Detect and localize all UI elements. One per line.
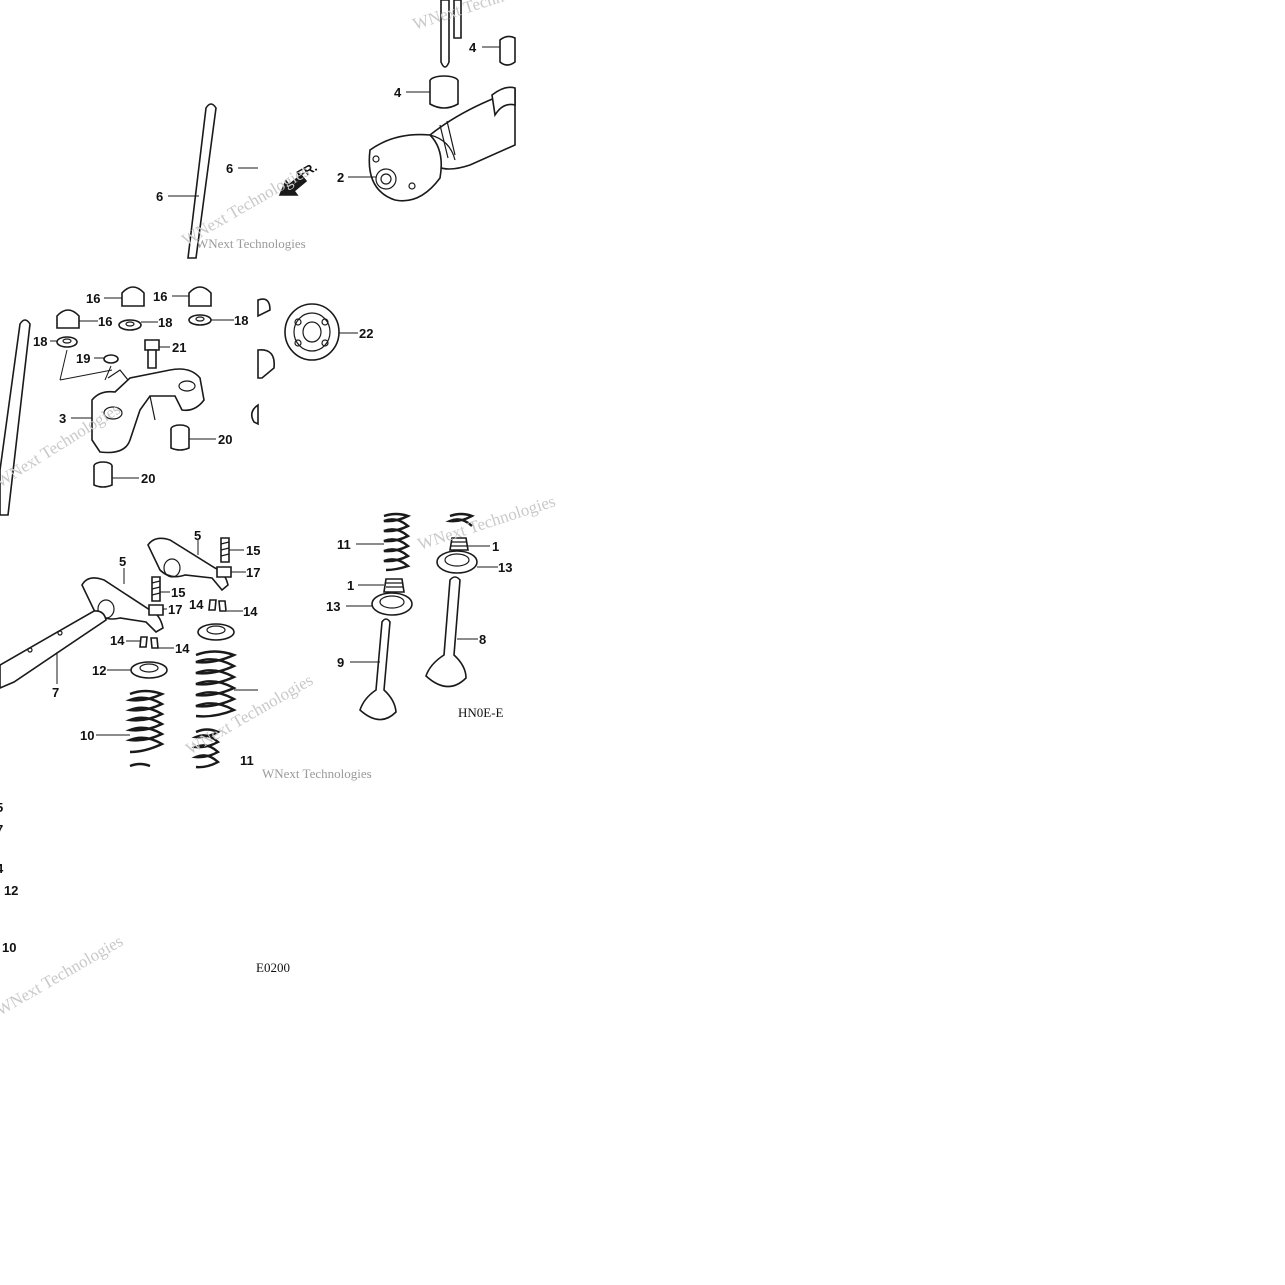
washer-18a <box>118 319 142 331</box>
callout-7b: 7 <box>0 822 3 837</box>
camshaft <box>368 86 516 202</box>
spring-11-lower <box>191 728 221 769</box>
callout-4a: 4 <box>469 40 477 55</box>
callout-17b: 17 <box>168 602 182 617</box>
pushrod-upper <box>440 0 462 68</box>
seal-1a <box>383 578 405 593</box>
callout-18a: 18 <box>158 315 172 330</box>
callout-11b: 11 <box>337 537 351 552</box>
callout-14d: 14 <box>175 641 190 656</box>
callout-21: 21 <box>172 340 186 355</box>
cap-nut-16b <box>121 286 145 307</box>
seat-13b <box>436 550 478 574</box>
retainer-12a <box>130 661 168 679</box>
callout-5a: 5 <box>194 528 201 543</box>
callout-20a: 20 <box>218 432 232 447</box>
lifter-4a <box>499 35 516 66</box>
collar-20a <box>170 424 190 451</box>
callout-1b: 1 <box>492 539 499 554</box>
cotter-14a <box>208 599 217 611</box>
bearing-22 <box>284 303 340 361</box>
pushrod-6a <box>187 103 217 259</box>
callout-5c: 5 <box>0 800 3 815</box>
callout-12b: - 12 <box>0 883 18 898</box>
callout-18c: 18 <box>33 334 47 349</box>
watermark: WNext Technologies <box>410 0 552 34</box>
washer-19 <box>103 354 119 364</box>
callout-11a: 11 <box>240 753 254 768</box>
watermark-h: WNext Technologies <box>0 931 126 1019</box>
callout-20b: 20 <box>141 471 155 486</box>
callout-16c: 16 <box>98 314 112 329</box>
bottom-fragment-tile: 5 7 4 - 12 10 E0200 WNext Technologies <box>0 800 290 1019</box>
spring-10b <box>195 650 238 718</box>
callout-2: 2 <box>337 170 344 185</box>
callout-17a: 17 <box>246 565 260 580</box>
watermark-c: WNext Technologies <box>196 236 306 251</box>
cotter-14b <box>139 636 148 648</box>
spring-10 <box>125 689 166 754</box>
pushrod-left <box>0 319 31 516</box>
locknut-17a <box>216 566 232 578</box>
callout-15a: 15 <box>246 543 260 558</box>
seat-13a <box>371 592 413 616</box>
callout-1a: 1 <box>347 578 354 593</box>
valve-tile: 11 1 1 13 13 8 9 HN0E-E WNext Technologi… <box>326 491 558 721</box>
callout-3: 3 <box>59 411 66 426</box>
callout-15b: 15 <box>171 585 185 600</box>
callout-13a: 13 <box>326 599 340 614</box>
lifter-4b <box>429 75 459 109</box>
adjuster-15b <box>151 576 161 602</box>
callout-6a: 6 <box>156 189 163 204</box>
watermark-f: WNext Technologies <box>262 766 372 781</box>
cap-nut-16c <box>188 286 212 307</box>
callout-4b: 4 <box>394 85 402 100</box>
spring-upper-right <box>445 512 475 527</box>
callout-18b: 18 <box>234 313 248 328</box>
washer-18c <box>56 336 78 348</box>
callout-8: 8 <box>479 632 486 647</box>
bolt-21 <box>144 339 160 369</box>
collar-20b <box>93 461 113 488</box>
callout-6b: 6 <box>226 161 233 176</box>
spring-11 <box>383 512 412 572</box>
rocker-arm-tile: 5 5 15 15 17 17 14 14 14 14 12 7 10 11 W… <box>0 528 372 781</box>
callout-14a: 14 <box>189 597 204 612</box>
callout-10b: 10 <box>2 940 16 955</box>
callout-4c: 4 <box>0 861 4 876</box>
callout-14b: 14 <box>243 604 258 619</box>
diagram-code-a: HN0E-E <box>458 705 504 720</box>
valve-8 <box>425 576 467 688</box>
callout-12: 12 <box>92 663 106 678</box>
cap-nut-16a <box>56 309 80 329</box>
callout-9: 9 <box>337 655 344 670</box>
callout-10: 10 <box>80 728 94 743</box>
callout-19: 19 <box>76 351 90 366</box>
callout-5b: 5 <box>119 554 126 569</box>
pushrod-tile: 6 6 WNext Technologies WNext Technologie… <box>156 103 312 259</box>
callout-22: 22 <box>359 326 373 341</box>
adjuster-15a <box>220 537 230 563</box>
locknut-17b <box>148 604 164 616</box>
watermark-g: WNext Technologies <box>415 491 557 553</box>
diagram-code-b: E0200 <box>256 960 290 975</box>
callout-16b: 16 <box>153 289 167 304</box>
rocker-holder-tile: 16 16 16 18 18 18 19 21 3 20 20 22 WNext… <box>0 286 373 516</box>
seal-1b <box>449 537 469 551</box>
camshaft-tile: FR. 4 4 2 WNext Technologies <box>278 0 553 202</box>
rocker-holder-3 <box>91 368 205 454</box>
rocker-shaft-7 <box>0 610 107 689</box>
callout-13b: 13 <box>498 560 512 575</box>
retainer-12b <box>197 623 235 641</box>
valve-9 <box>359 618 397 721</box>
callout-16a: 16 <box>86 291 100 306</box>
callout-7: 7 <box>52 685 59 700</box>
callout-14c: 14 <box>110 633 125 648</box>
